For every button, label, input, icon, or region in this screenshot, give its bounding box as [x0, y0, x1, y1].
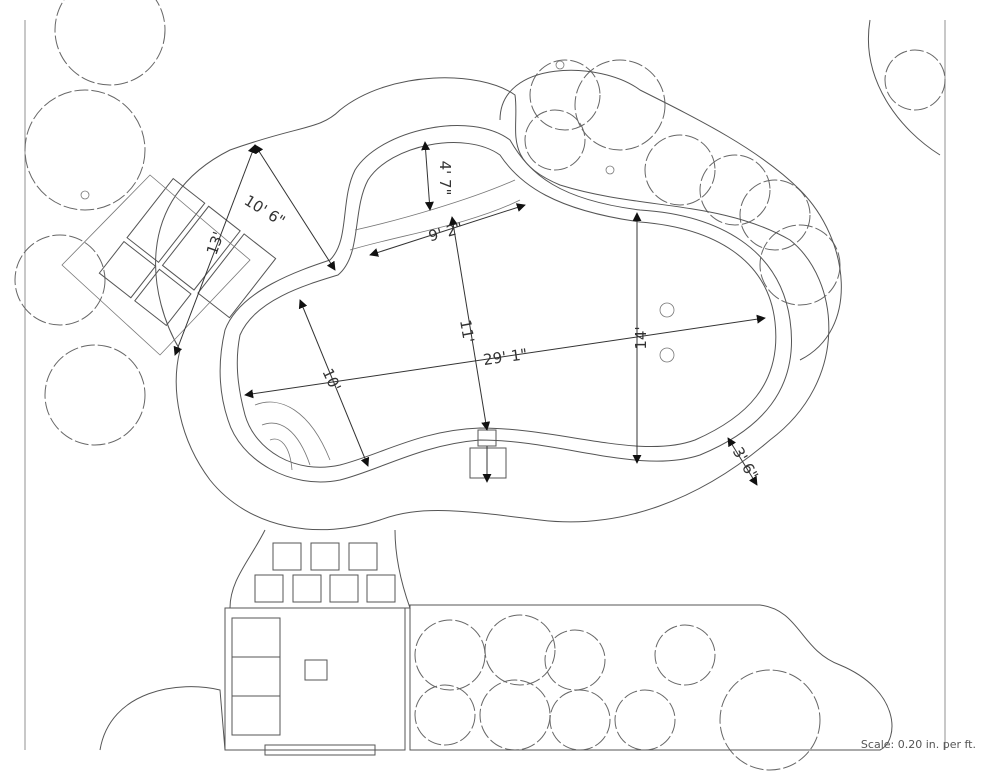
patio-pavers [254, 542, 396, 603]
pool-coping [219, 125, 792, 483]
scale-label: Scale: 0.20 in. per ft. [860, 738, 976, 751]
coffee-table [304, 659, 328, 681]
skimmer [477, 429, 497, 447]
planting-bed-south [409, 604, 893, 751]
planting-bed-east [499, 69, 842, 361]
planting-bed-sw [99, 686, 226, 751]
outdoor-sofa [231, 617, 281, 736]
dim-pool-length: 29' 1" [482, 345, 528, 369]
pool-water-edge [236, 142, 777, 468]
dim-spa-length: 13' [203, 229, 228, 257]
dim-pool-deep-width: 14' [632, 326, 650, 349]
dim-deck-width: 3' 6" [729, 444, 762, 483]
dim-steps-depth: 4' 7" [436, 161, 454, 196]
dim-spa-width: 10' 6" [241, 191, 288, 230]
dim-steps-width: 9' 2" [427, 219, 465, 245]
dimension-lines [173, 141, 766, 486]
dim-pool-shallow-width: 10' [318, 366, 344, 395]
trees [14, 0, 946, 771]
pool-deck-outline [155, 77, 830, 531]
planting-bed-ne [868, 19, 941, 156]
dimension-labels: 4' 7" 9' 2" 10' 6" 13' 11' 29' 1" 14' 10… [203, 161, 762, 484]
dim-pool-mid-width: 11' [456, 318, 478, 344]
pergola [224, 607, 406, 751]
